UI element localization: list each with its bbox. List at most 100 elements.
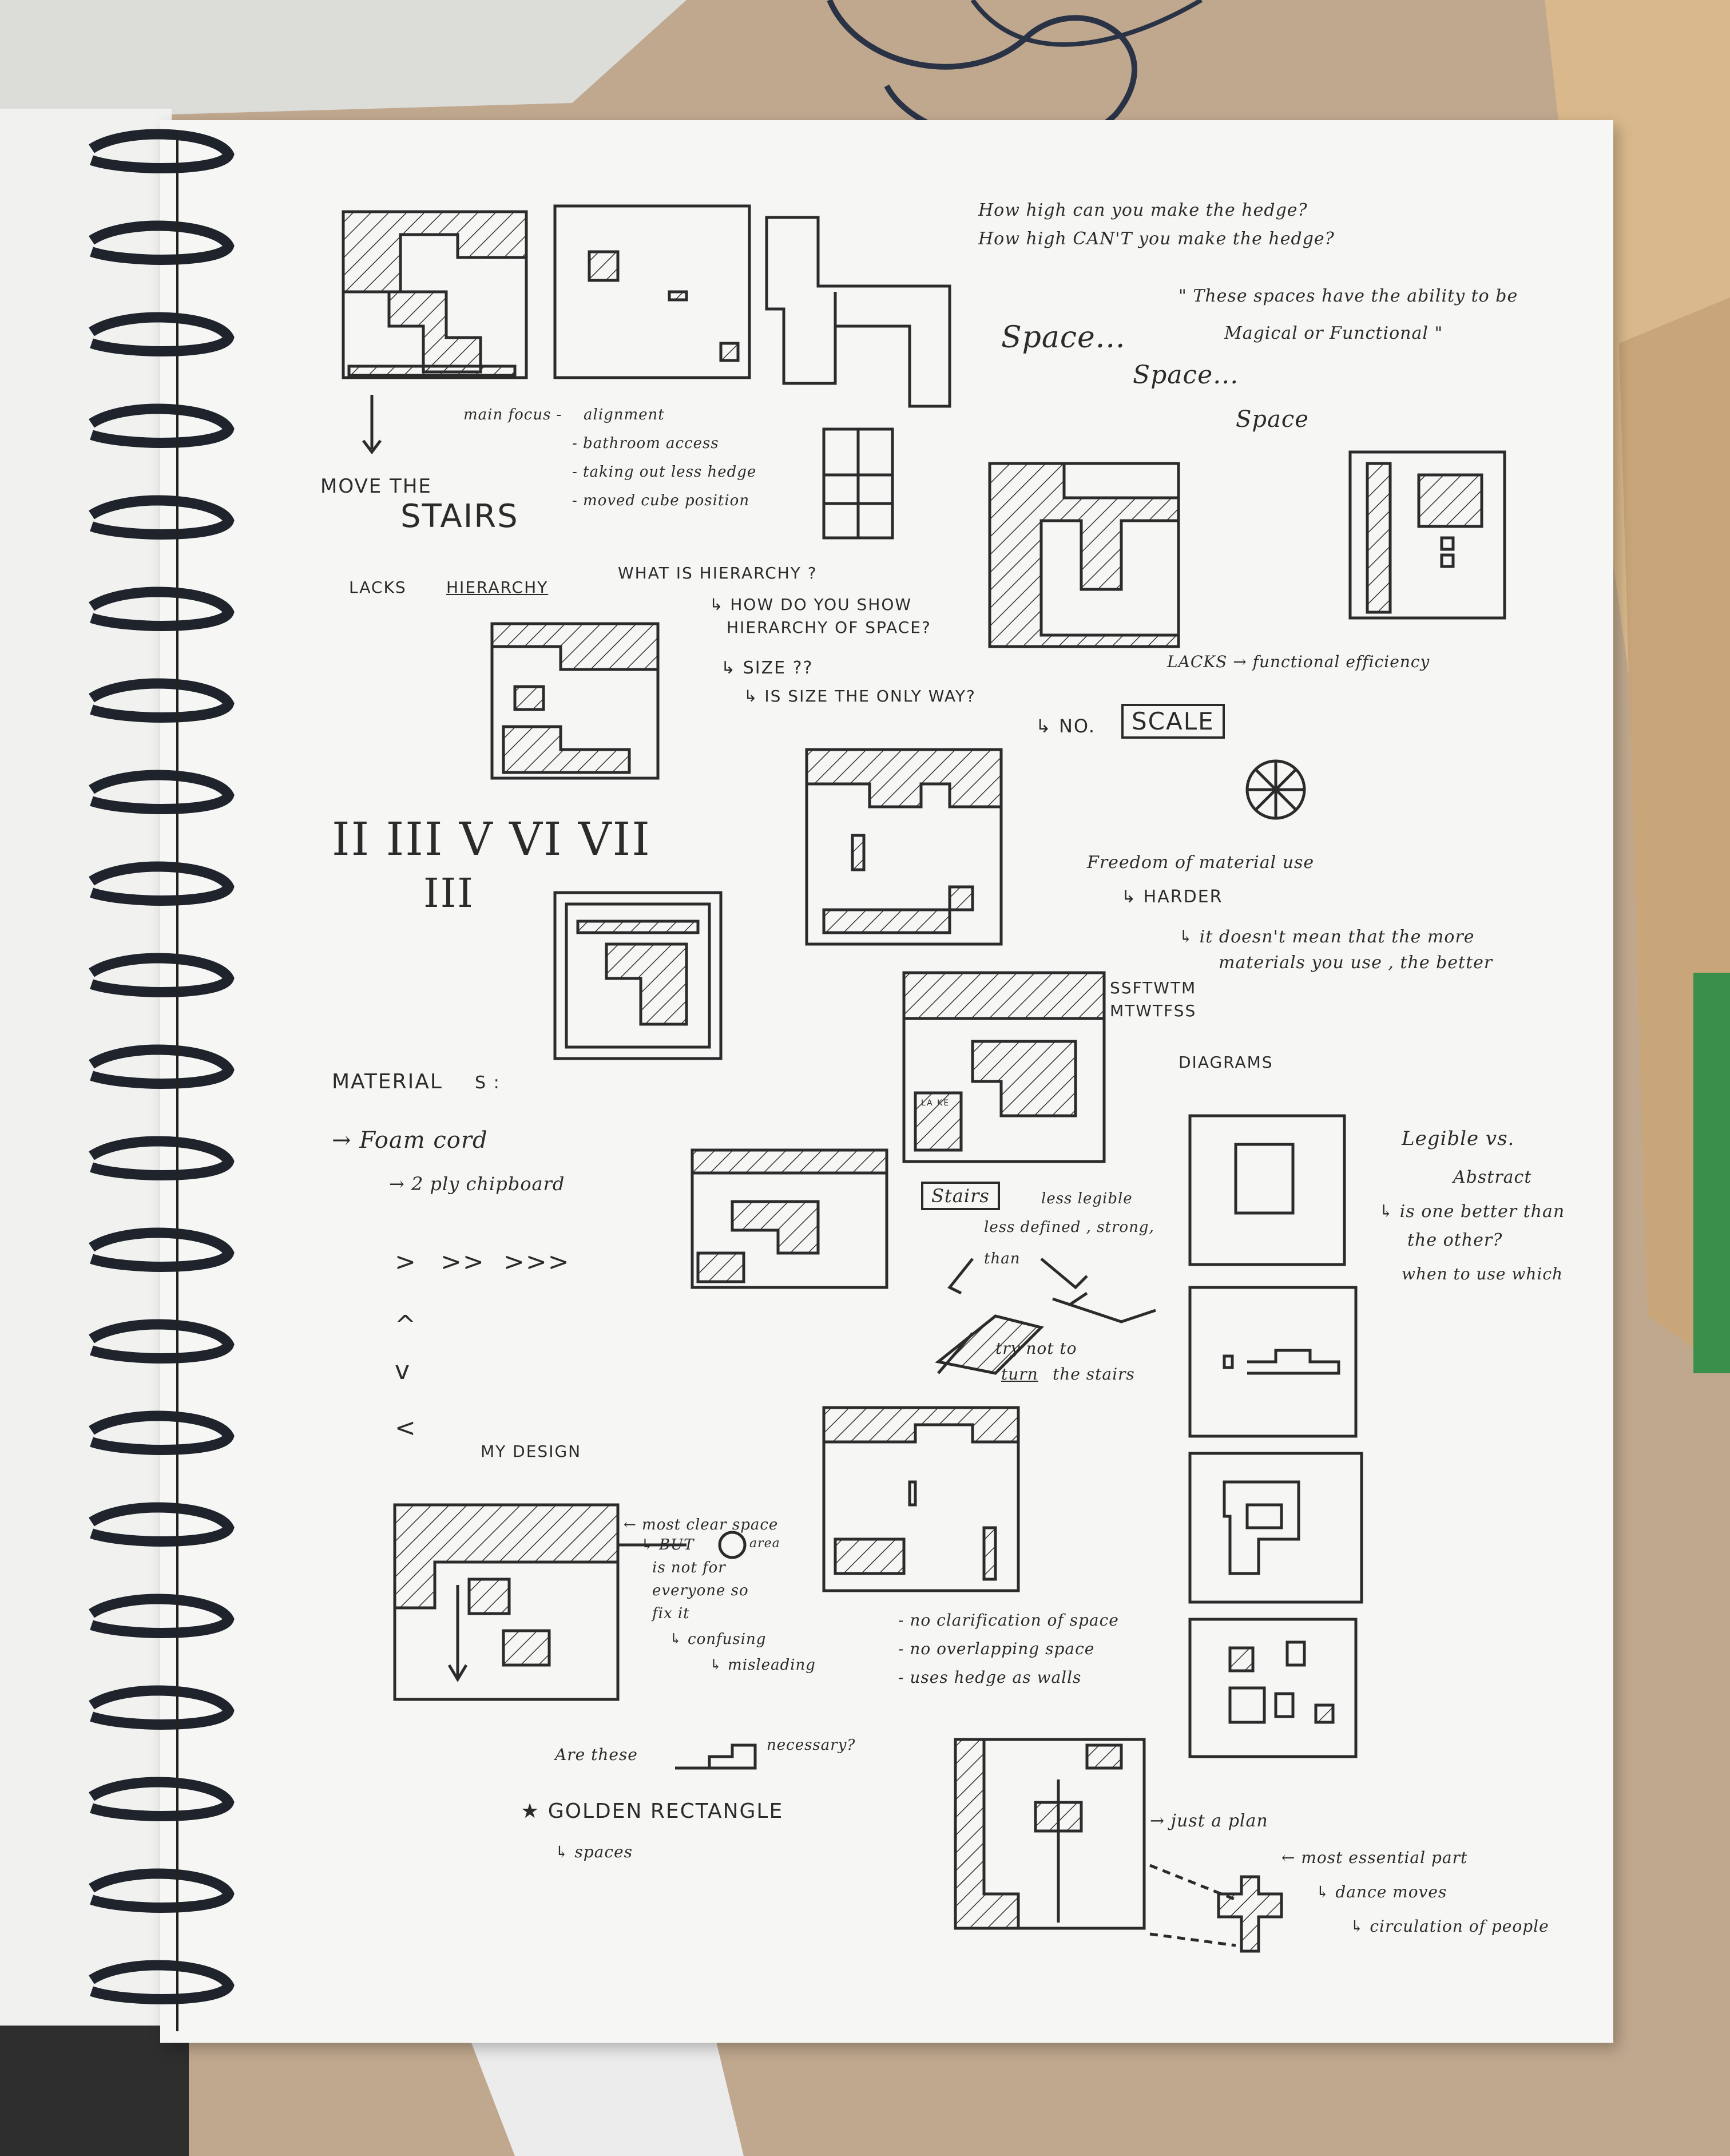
note-legible-3: ↳ is one better than [1379, 1202, 1565, 1222]
floor-plan-sketch-4 [1348, 450, 1506, 620]
floor-plan-sketch-2 [553, 204, 751, 379]
note-legible-1: Legible vs. [1402, 1127, 1515, 1150]
note-ply: → 2 ply chipboard [389, 1173, 565, 1195]
note-necessary: necessary? [767, 1737, 856, 1754]
block-shape-sketch [765, 216, 951, 408]
note-caret-down: v [395, 1356, 411, 1385]
note-focus-item-2: - bathroom access [572, 435, 719, 452]
note-roman-iii: III [423, 870, 474, 917]
spiral-binding [89, 129, 235, 2031]
note-space-2: Space... [1133, 360, 1239, 390]
note-roman-numerals: II III V VI VII [332, 813, 651, 866]
note-space-1: Space... [1001, 320, 1126, 355]
stair-sketch-2 [1052, 1291, 1156, 1323]
note-stairs-label: Stairs [921, 1182, 1000, 1210]
note-main-focus: main focus - [463, 406, 562, 423]
area-circle [718, 1531, 747, 1559]
note-turn: turn [1001, 1365, 1038, 1384]
note-no: ↳ NO. [1035, 715, 1096, 737]
note-just-a-plan: → just a plan [1150, 1811, 1268, 1831]
note-the-stairs: the stairs [1053, 1365, 1135, 1384]
note-legible-4: the other? [1407, 1230, 1503, 1250]
floor-plan-sketch-6 [805, 748, 1003, 946]
note-doesnt-1: ↳ it doesn't mean that the more [1179, 927, 1475, 947]
floor-plan-sketch-10 [822, 1406, 1020, 1592]
note-area: area [749, 1536, 780, 1551]
note-most-clear: ← most clear space [624, 1516, 779, 1533]
note-how-high-cant: How high CAN'T you make the hedge? [978, 229, 1335, 249]
note-stairs-big: STAIRS [400, 498, 519, 535]
note-how-high: How high can you make the hedge? [978, 200, 1308, 220]
ladder-sketch [822, 427, 894, 540]
note-dance-moves: ↳ dance moves [1316, 1882, 1447, 1901]
note-days-1: SSFTWTM [1110, 978, 1197, 997]
note-confusing: ↳ confusing [669, 1631, 767, 1648]
note-less-defined: less defined , strong, [984, 1219, 1154, 1236]
note-spaces: ↳ spaces [555, 1842, 633, 1861]
note-arrows-2: >> [441, 1247, 485, 1277]
note-but: ↳ BUT [641, 1536, 695, 1553]
note-arrows-3: >>> [503, 1247, 570, 1277]
note-try-not: try not to [995, 1339, 1077, 1358]
note-my-design: MY DESIGN [481, 1442, 582, 1461]
note-harder: ↳ HARDER [1121, 887, 1223, 907]
floor-plan-sketch-1 [342, 210, 528, 379]
note-less-legible: less legible [1041, 1190, 1133, 1207]
note-no-overlapping: - no overlapping space [898, 1639, 1095, 1658]
note-arrows-1: > [395, 1247, 417, 1277]
note-how-show-2: HIERARCHY OF SPACE? [727, 618, 931, 637]
floor-plan-sketch-5 [490, 622, 660, 780]
note-size-only: ↳ IS SIZE THE ONLY WAY? [744, 687, 976, 706]
note-golden-rectangle: ★ GOLDEN RECTANGLE [521, 1800, 784, 1823]
note-legible-5: when to use which [1402, 1265, 1564, 1283]
note-lacks: LACKS [349, 578, 407, 597]
note-not-for-1: is not for [652, 1559, 726, 1576]
note-most-essential: ← most essential part [1281, 1848, 1468, 1867]
diagram-box-2 [1188, 1286, 1358, 1438]
notebook-page: How high can you make the hedge? How hig… [160, 120, 1613, 2043]
note-focus-item-4: - moved cube position [572, 492, 750, 509]
floor-plan-sketch-7 [553, 891, 723, 1060]
floor-plan-sketch-9 [691, 1148, 888, 1289]
note-lacks-functional: LACKS → functional efficiency [1167, 652, 1430, 671]
diagram-box-3 [1188, 1452, 1363, 1604]
note-how-show-1: ↳ HOW DO YOU SHOW [709, 595, 912, 614]
floor-plan-sketch-3 [988, 462, 1180, 648]
note-lake: LA KE [921, 1099, 950, 1108]
starburst-sketch [1245, 759, 1306, 820]
note-caret-left: < [395, 1413, 417, 1442]
floor-plan-sketch-11 [954, 1738, 1146, 1930]
note-hierarchy: HIERARCHY [446, 578, 549, 597]
diagram-box-1 [1188, 1114, 1346, 1266]
note-not-for-2: everyone so [652, 1582, 749, 1599]
note-doesnt-2: materials you use , the better [1219, 953, 1493, 973]
note-what-is-hierarchy: WHAT IS HIERARCHY ? [618, 564, 818, 582]
note-circulation: ↳ circulation of people [1350, 1917, 1549, 1936]
note-material-suffix: S : [475, 1073, 501, 1093]
stair-sketch-1 [935, 1314, 1044, 1375]
note-freedom: Freedom of material use [1087, 853, 1315, 873]
note-size: ↳ SIZE ?? [721, 658, 814, 678]
note-are-these: Are these [555, 1745, 638, 1764]
note-space-3: Space [1236, 406, 1309, 433]
note-quote-1: " These spaces have the ability to be [1179, 286, 1518, 306]
note-misleading: ↳ misleading [709, 1656, 816, 1674]
note-than: than [984, 1250, 1021, 1267]
cross-sketch [1149, 1864, 1283, 1953]
note-fix-it: fix it [652, 1605, 690, 1622]
note-diagrams: DIAGRAMS [1179, 1053, 1273, 1072]
note-focus-item-1: alignment [584, 406, 665, 423]
note-foam: → Foam cord [332, 1127, 488, 1154]
diagram-box-4 [1188, 1618, 1358, 1758]
floor-plan-sketch-8 [902, 971, 1106, 1163]
note-focus-item-3: - taking out less hedge [572, 463, 757, 481]
note-legible-2: Abstract [1453, 1167, 1532, 1187]
sketches-layer [342, 204, 1506, 1953]
floor-plan-sketch-my-design [393, 1503, 620, 1701]
note-uses-hedge: - uses hedge as walls [898, 1668, 1082, 1687]
note-move-the: MOVE THE [320, 475, 432, 498]
stair-icon [675, 1743, 757, 1770]
note-scale: SCALE [1121, 704, 1225, 739]
note-caret-up: ^ [395, 1310, 417, 1339]
